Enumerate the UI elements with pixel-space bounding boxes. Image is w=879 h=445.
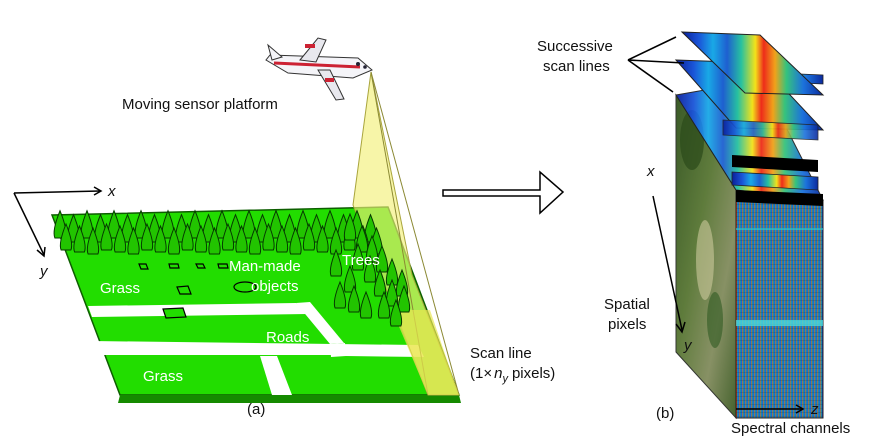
z-axis-label: z: [810, 401, 819, 418]
tree-icon: [333, 280, 347, 309]
tree-icon: [221, 222, 235, 251]
tree-icon: [113, 224, 127, 253]
scan-line-suffix: pixels): [512, 365, 555, 382]
successive-pointer-lines: [627, 36, 685, 93]
tree-icon: [100, 222, 113, 251]
tree-icon: [107, 209, 121, 239]
x-axis-label-left: x: [107, 183, 116, 200]
tree-icon: [140, 222, 154, 251]
tree-icon: [262, 222, 275, 251]
tree-icon: [181, 222, 194, 251]
tree-icon: [302, 222, 316, 251]
tree-icon: [167, 226, 181, 255]
successive-label-line1: Successive: [537, 38, 613, 55]
tree-icon: [373, 268, 387, 297]
panel-a-label: (a): [247, 401, 265, 418]
y-axis-label-left: y: [39, 263, 49, 280]
tree-icon: [73, 224, 86, 253]
tree-icon: [351, 242, 365, 271]
roads: [88, 302, 424, 395]
tree-icon: [385, 278, 399, 307]
tree-icon: [343, 264, 357, 293]
spatial-label-line1: Spatial: [604, 296, 650, 313]
tree-icon: [235, 224, 248, 253]
tree-icon: [208, 226, 221, 255]
spatial-label-line2: pixels: [608, 316, 646, 333]
tree-icon: [188, 209, 202, 239]
tree-icon: [323, 209, 337, 239]
tree-icon: [161, 209, 175, 239]
left-axes: [13, 186, 103, 258]
n-symbol: n: [494, 365, 502, 382]
x-axis-label-right: x: [646, 163, 655, 180]
scan-line-label: Scan line: [470, 345, 532, 362]
y-axis-label-right: y: [683, 337, 693, 354]
tree-icon: [316, 224, 329, 253]
tree-icon: [194, 224, 208, 253]
times-symbol: ×: [483, 365, 492, 382]
scan-beam: [352, 71, 460, 396]
tree-icon: [363, 254, 377, 283]
tree-icon: [377, 290, 391, 319]
airplane-icon: [265, 37, 373, 101]
tree-icon: [375, 244, 389, 273]
man-made-label-line2: objects: [251, 278, 299, 295]
tree-icon: [127, 226, 140, 255]
tree-icon: [355, 224, 369, 253]
tree-row: [53, 209, 411, 327]
tree-icon: [389, 298, 403, 327]
tree-icon: [329, 248, 343, 277]
roads-label: Roads: [266, 329, 309, 346]
tree-icon: [289, 226, 302, 255]
scan-line-prefix: (1: [470, 365, 483, 382]
man-made-objects: [138, 263, 257, 319]
tree-icon: [397, 284, 411, 313]
panel-b-label: (b): [656, 405, 674, 422]
grass-label-top: Grass: [100, 280, 140, 297]
tree-icon: [59, 222, 73, 251]
tree-icon: [275, 224, 289, 253]
man-made-label-line1: Man-made: [229, 258, 301, 275]
tree-icon: [242, 209, 256, 239]
tree-icon: [80, 209, 94, 239]
tree-icon: [248, 226, 262, 255]
successive-label-line2: scan lines: [543, 58, 610, 75]
scan-line-slices: [674, 31, 825, 206]
trees-label: Trees: [342, 252, 380, 269]
tree-icon: [359, 290, 373, 319]
grass-label-bottom: Grass: [143, 368, 183, 385]
spectral-channels-label: Spectral channels: [731, 420, 850, 437]
transform-arrow-icon: [442, 170, 565, 215]
tree-icon: [343, 212, 357, 241]
right-axes: [652, 195, 805, 414]
tree-icon: [347, 284, 361, 313]
tree-icon: [154, 224, 167, 253]
tree-icon: [269, 209, 283, 239]
y-subscript: y: [501, 373, 509, 385]
moving-sensor-label: Moving sensor platform: [122, 96, 278, 113]
tree-icon: [86, 226, 100, 255]
